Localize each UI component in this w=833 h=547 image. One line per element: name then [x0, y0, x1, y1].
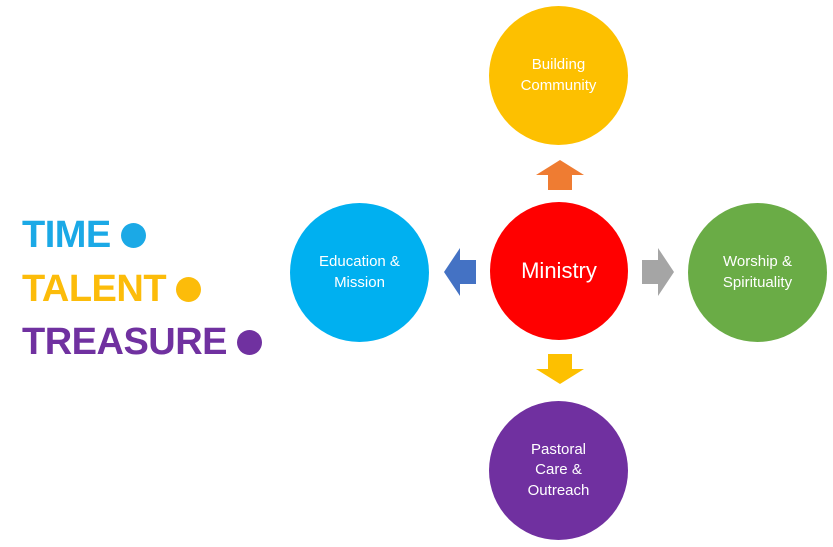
- pastoral-care-circle: Pastoral Care & Outreach: [489, 401, 628, 540]
- legend-time: TIME: [22, 216, 146, 254]
- education-mission-circle: Education & Mission: [290, 203, 429, 342]
- worship-spirituality-label: Worship & Spirituality: [722, 253, 793, 291]
- legend-time-label: TIME: [22, 214, 111, 256]
- building-community-circle: Building Community: [489, 6, 628, 145]
- legend-treasure-label: TREASURE: [22, 321, 228, 363]
- legend-talent: TALENT: [22, 268, 202, 310]
- worship-spirituality-circle: Worship & Spirituality: [688, 203, 827, 342]
- arrow-left-icon: [444, 248, 476, 296]
- legend-time-dot: [120, 222, 146, 248]
- building-community-label: Building Community: [520, 56, 597, 94]
- arrow-down-icon: [536, 354, 584, 384]
- arrow-up-icon: [536, 160, 584, 190]
- pastoral-care-label: Pastoral Care & Outreach: [527, 441, 590, 499]
- legend-treasure: TREASURE: [22, 321, 263, 363]
- ministry-circle: Ministry: [490, 202, 628, 340]
- legend-talent-label: TALENT: [22, 268, 167, 310]
- legend-talent-dot: [176, 276, 202, 302]
- education-mission-label: Education & Mission: [319, 253, 400, 291]
- legend-treasure-dot: [237, 329, 263, 355]
- arrow-right-icon: [642, 248, 674, 296]
- ministry-label: Ministry: [521, 258, 597, 284]
